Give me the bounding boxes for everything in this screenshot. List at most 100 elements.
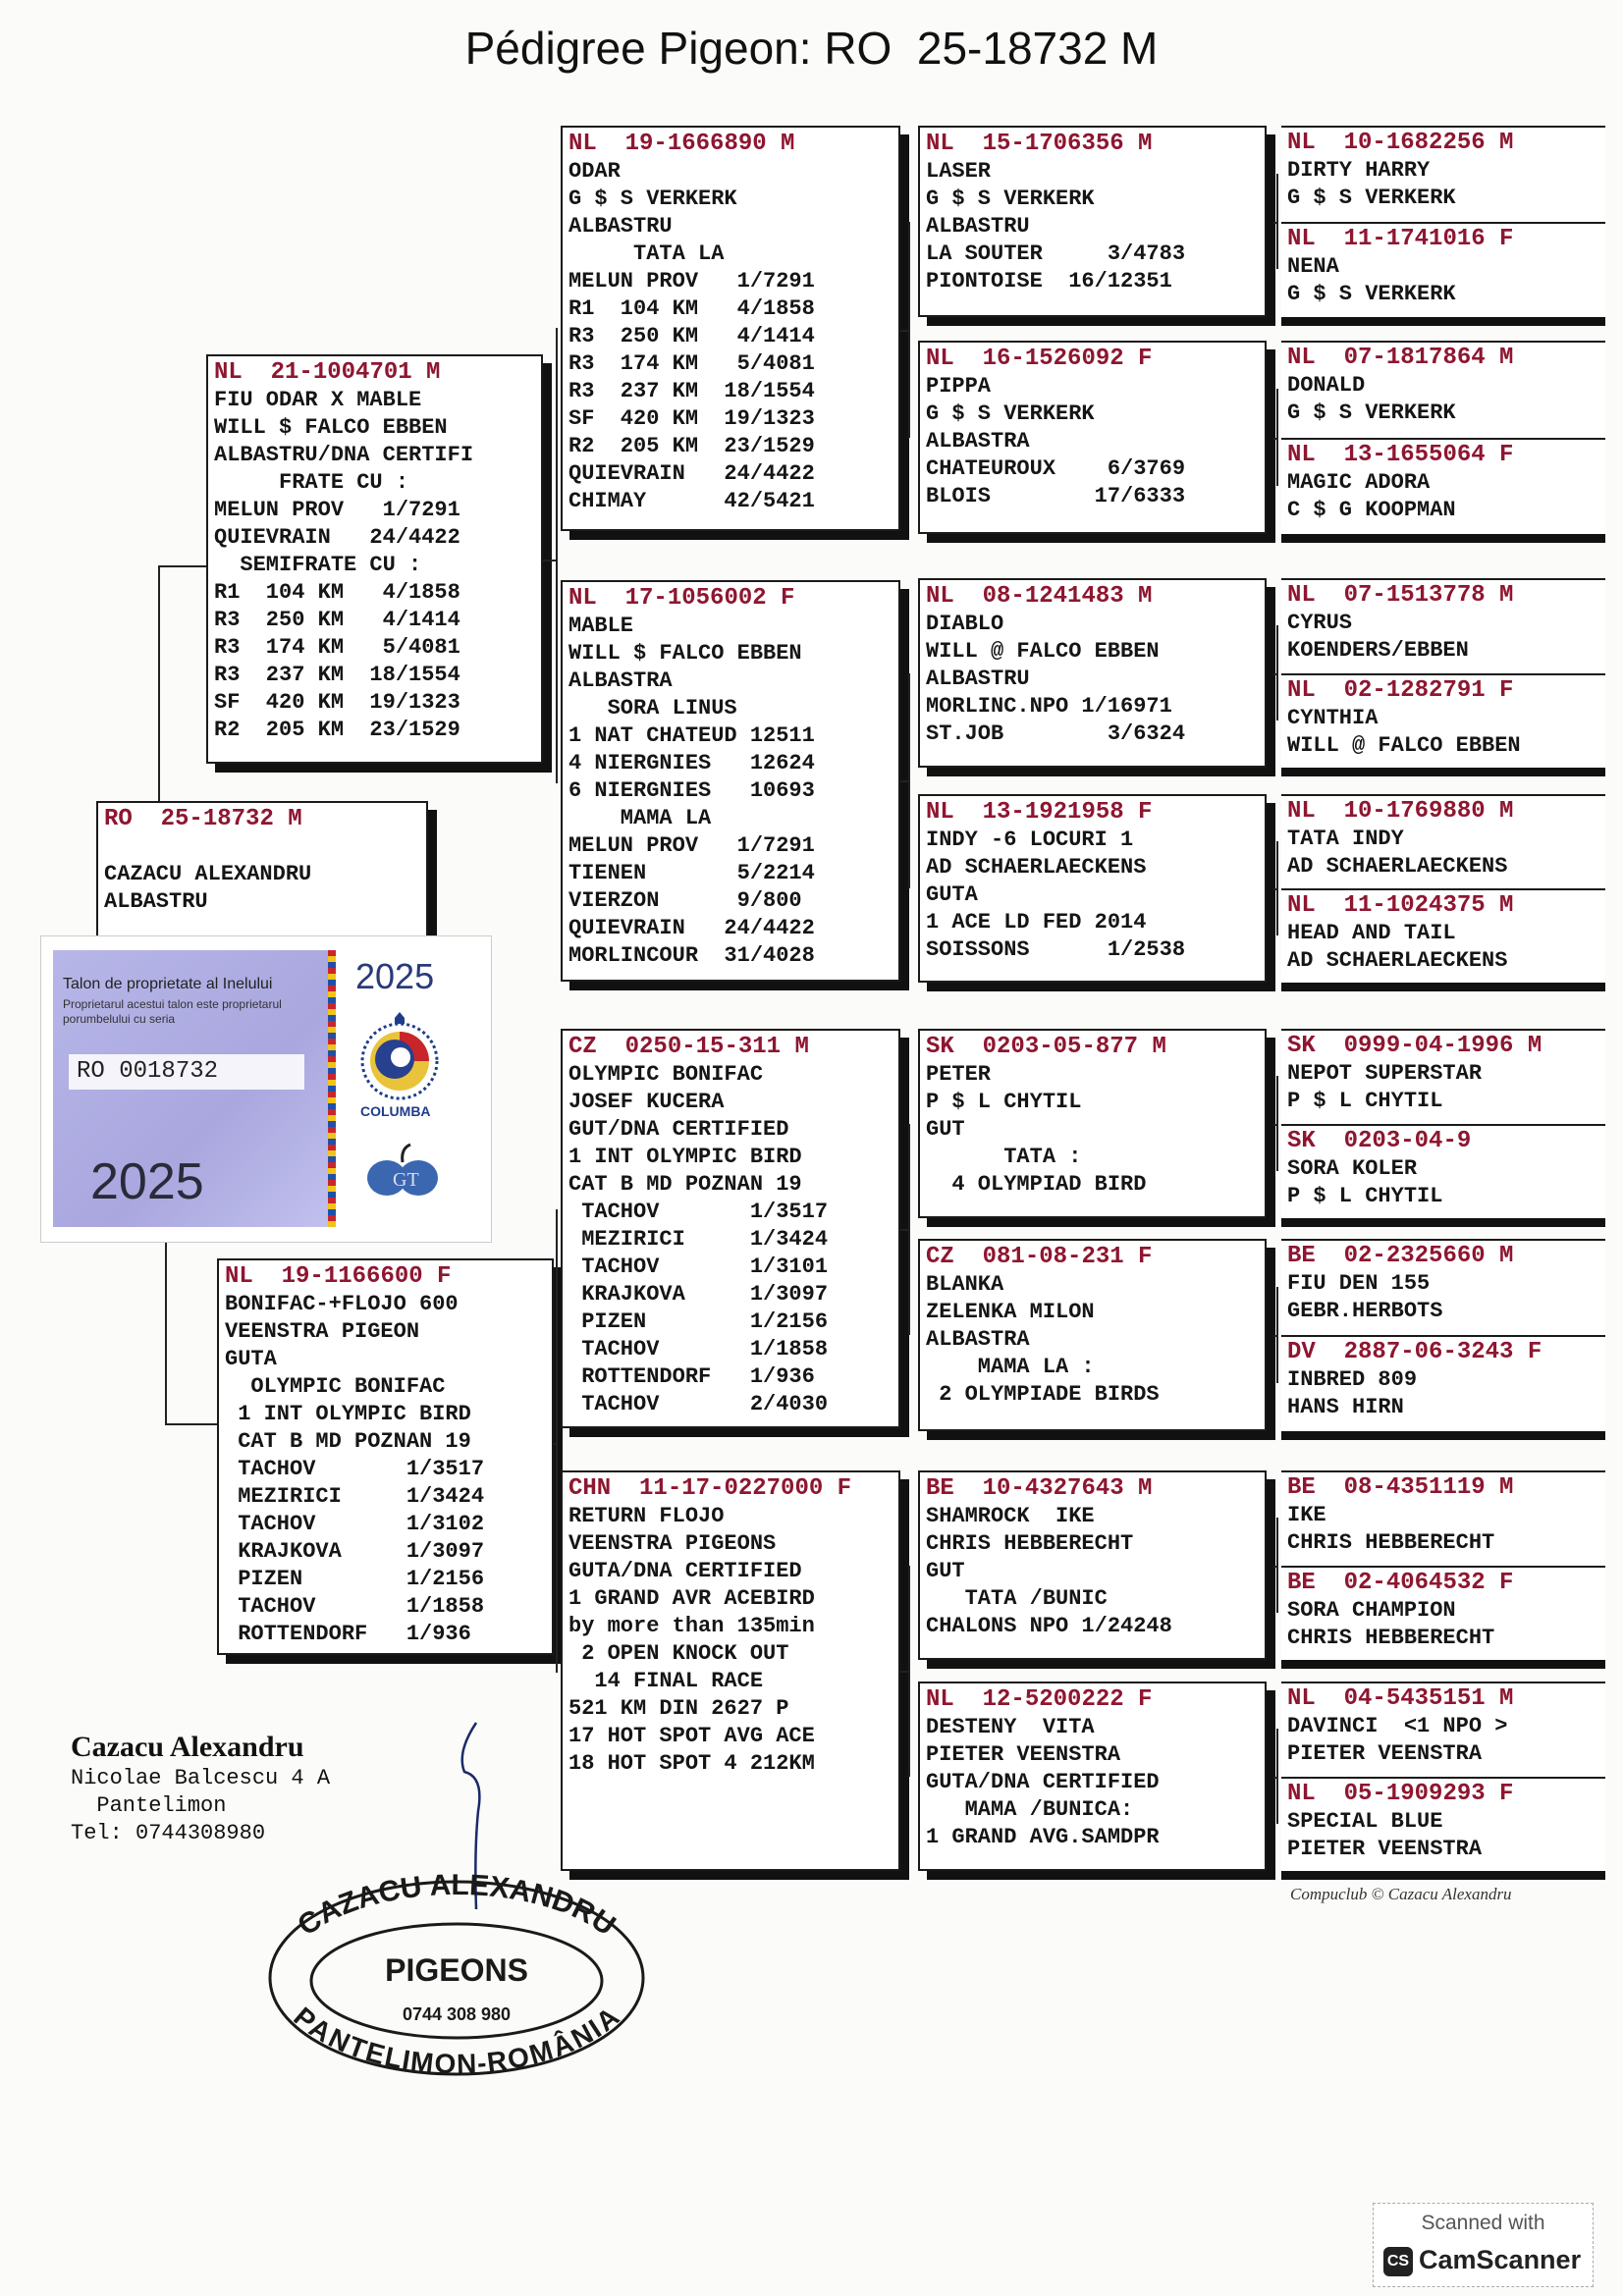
ring-number: 08-4351119 M [1343,1474,1514,1501]
pedigree-line: TACHOV 1/3102 [225,1512,485,1536]
pedigree-line: ALBASTRA [568,668,673,693]
ring-number: 07-1817864 M [1343,345,1514,371]
ring-header: NL 08-1241483 M [926,583,1259,611]
pedigree-line: ALBASTRA [926,429,1030,454]
pedigree-line: G $ S VERKERK [926,401,1095,426]
pedigree-line: VIERZON 9/800 [568,888,802,913]
pedigree-line: 14 FINAL RACE [568,1669,764,1693]
ring-number: 0250-15-311 M [624,1034,809,1060]
connector-line [165,1423,217,1425]
ring-header: NL 19-1166600 F [225,1263,546,1291]
copyright-footer: Compuclub © Cazacu Alexandru [1290,1885,1512,1903]
pedigree-line: ROTTENDORF 1/936 [568,1364,815,1389]
ring-header: NL 12-5200222 F [926,1686,1259,1714]
ring-header: BE 02-2325660 M [1287,1243,1599,1270]
card-title: Talon de proprietate al Inelului [63,976,273,992]
pedigree-line: CHRIS HEBBERECHT [926,1531,1134,1556]
connector-line [900,780,910,783]
ring-country: NL [926,1686,954,1713]
pedigree-line: INDY -6 LOCURI 1 [926,828,1134,852]
pedigree-line: CYRUS [1287,611,1353,635]
ring-header: RO 25-18732 M [104,806,420,833]
ring-number: 10-1769880 M [1343,798,1514,825]
ring-country: NL [1287,892,1316,919]
pedigree-line: G $ S VERKERK [1287,281,1456,306]
pedigree-line: AD SCHAERLAECKENS [1287,948,1508,973]
pedigree-line: MELUN PROV 1/7291 [568,833,815,858]
ring-number: 08-1241483 M [982,583,1153,610]
pedigree-line: ST.JOB 3/6324 [926,721,1186,746]
pedigree-line: CYNTHIA [1287,705,1379,730]
ring-header: NL 13-1655064 F [1287,442,1599,469]
pedigree-line: TIENEN 5/2214 [568,861,815,885]
pedigree-line: ZELENKA MILON [926,1300,1095,1324]
pedigree-line: CAZACU ALEXANDRU [104,862,312,886]
pedigree-line: BLOIS 17/6333 [926,484,1186,508]
ring-header: NL 04-5435151 M [1287,1685,1599,1713]
ring-country: SK [1287,1033,1316,1059]
stamp-center-text: PIGEONS [385,1952,528,1988]
owner-address: Nicolae Balcescu 4 A [71,1766,331,1790]
pedigree-line: TATA INDY [1287,827,1404,851]
connector-line [1273,888,1278,890]
connector-line [1273,221,1278,224]
ring-number: 11-1741016 F [1343,225,1514,252]
pedigree-line: CHRIS HEBBERECHT [1287,1625,1495,1650]
pedigree-line: FRATE CU : [214,470,409,495]
ring-header: BE 02-4064532 F [1287,1570,1599,1597]
ring-header: NL 07-1817864 M [1287,345,1599,372]
ring-country: BE [1287,1243,1316,1269]
card-year-big: 2025 [90,1153,204,1210]
connector-line [556,328,558,783]
columba-logo-icon [360,1012,439,1100]
pedigree-line: PETER [926,1062,992,1087]
pedigree-line: R3 237 KM 18/1554 [214,663,460,687]
pedigree-line: MEZIRICI 1/3424 [225,1484,485,1509]
pedigree-line: INBRED 809 [1287,1367,1418,1392]
pedigree-line: PIZEN 1/2156 [225,1567,485,1591]
pedigree-line: TACHOV 2/4030 [568,1392,829,1416]
pedigree-line: CHIMAY 42/5421 [568,489,815,513]
pedigree-line: WILL @ FALCO EBBEN [1287,732,1521,758]
pedigree-line: SHAMROCK IKE [926,1504,1095,1528]
ring-header: NL 10-1682256 M [1287,130,1599,157]
pedigree-line: 1 GRAND AVR ACEBIRD [568,1586,815,1611]
pedigree-line: 18 HOT SPOT 4 212KM [568,1751,815,1776]
connector-line [900,1229,910,1232]
pedigree-line: ALBASTRU [926,667,1030,691]
pedigree-line: QUIEVRAIN 24/4422 [214,525,460,550]
pedigree-line: 17 HOT SPOT AVG ACE [568,1724,815,1748]
stamp-top-text: CAZACU ALEXANDRU [292,1869,621,1943]
pedigree-line: MABLE [568,614,634,638]
pedigree-line: FIU ODAR X MABLE [214,388,422,412]
ring-header: NL 11-1024375 M [1287,892,1599,920]
pedigree-line: GUT/DNA CERTIFIED [568,1117,789,1142]
tricolor-stripe [328,950,336,1227]
pedigree-line: MAMA LA [568,806,712,830]
pedigree-line: SEMIFRATE CU : [214,553,422,577]
ring-country: NL [926,346,954,372]
ring-header: NL 05-1909293 F [1287,1781,1599,1808]
ring-number: 11-1024375 M [1343,892,1514,919]
connector-line [1273,437,1278,440]
ring-header: NL 13-1921958 F [926,799,1259,827]
ring-number: 16-1526092 F [982,346,1153,372]
ring-header: SK 0203-04-9 [1287,1128,1599,1155]
pedigree-line: IKE [1287,1503,1326,1527]
ring-number: 0203-05-877 M [982,1034,1166,1060]
pedigree-line: 4 OLYMPIAD BIRD [926,1172,1147,1197]
ring-number: 11-17-0227000 F [639,1475,852,1502]
pedigree-line: P $ L CHYTIL [926,1090,1082,1114]
pedigree-line: CAT B MD POZNAN 19 [568,1172,802,1197]
connector-line [1273,1776,1278,1779]
pedigree-line: MEZIRICI 1/3424 [568,1227,829,1252]
